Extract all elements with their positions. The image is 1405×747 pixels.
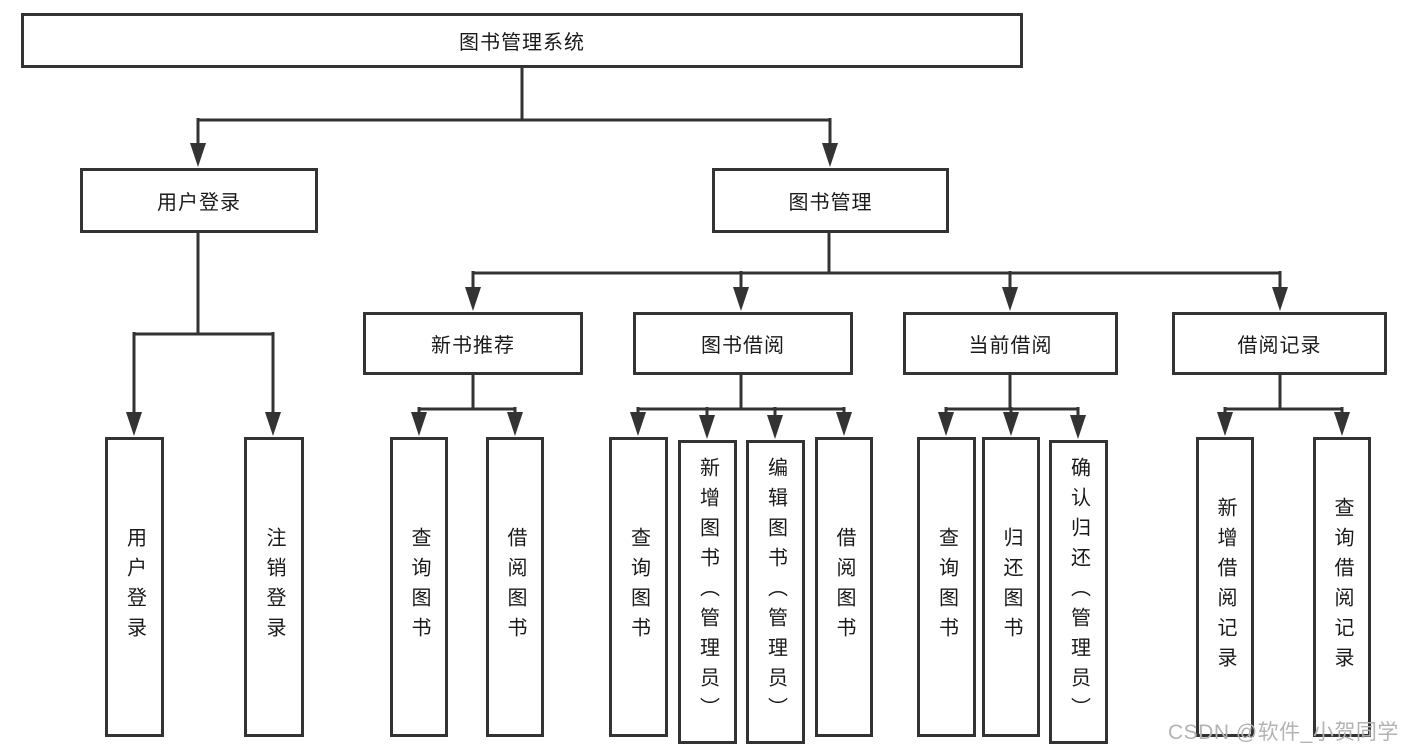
leaf-logout: 注销登录 bbox=[244, 437, 304, 737]
node-label: 借阅图书 bbox=[504, 527, 526, 647]
node-label: 新书推荐 bbox=[431, 335, 515, 357]
arrowhead bbox=[190, 143, 206, 167]
arrowhead bbox=[411, 412, 427, 436]
node-new-book-recommendation: 新书推荐 bbox=[363, 312, 583, 375]
leaf-add-books-admin: 新增图书（管理员） bbox=[678, 440, 737, 744]
arrowhead bbox=[507, 412, 523, 436]
arrowhead bbox=[1003, 412, 1019, 436]
arrowhead bbox=[1217, 412, 1233, 436]
node-book-management: 图书管理 bbox=[712, 168, 949, 233]
leaf-recommend-query-books: 查询图书 bbox=[390, 437, 448, 737]
leaf-add-borrow-record: 新增借阅记录 bbox=[1196, 437, 1254, 737]
node-label: 归还图书 bbox=[1000, 527, 1022, 647]
node-label: 图书管理系统 bbox=[459, 32, 585, 54]
leaf-borrowing-borrow-books: 借阅图书 bbox=[815, 437, 873, 737]
arrowhead bbox=[1334, 412, 1350, 436]
leaf-edit-books-admin: 编辑图书（管理员） bbox=[746, 440, 805, 744]
arrowhead bbox=[465, 287, 481, 311]
node-label: 查询图书 bbox=[627, 527, 650, 647]
arrowhead bbox=[938, 412, 954, 436]
leaf-return-books: 归还图书 bbox=[982, 437, 1040, 737]
node-user-login: 用户登录 bbox=[80, 168, 318, 233]
node-label: 当前借阅 bbox=[968, 335, 1053, 357]
arrowhead bbox=[126, 412, 142, 436]
arrowhead bbox=[733, 287, 749, 311]
node-label: 用户登录 bbox=[123, 527, 146, 647]
node-label: 查询借阅记录 bbox=[1331, 497, 1353, 677]
node-library-management-system: 图书管理系统 bbox=[21, 13, 1023, 68]
node-label: 注销登录 bbox=[263, 527, 285, 647]
arrowhead bbox=[630, 412, 646, 436]
leaf-confirm-return-admin: 确认归还（管理员） bbox=[1049, 440, 1108, 744]
arrowhead bbox=[1002, 287, 1018, 311]
node-borrowing-records: 借阅记录 bbox=[1172, 312, 1387, 375]
leaf-query-borrow-record: 查询借阅记录 bbox=[1313, 437, 1371, 737]
node-label: 查询图书 bbox=[935, 527, 958, 647]
csdn-watermark: CSDN @软件_小贺同学 bbox=[1168, 721, 1399, 744]
arrowhead bbox=[265, 412, 281, 436]
node-label: 新增图书（管理员） bbox=[696, 457, 719, 727]
node-label: 查询图书 bbox=[408, 527, 430, 647]
node-label: 借阅图书 bbox=[833, 527, 855, 647]
node-label: 用户登录 bbox=[157, 192, 241, 214]
arrowhead bbox=[767, 415, 783, 439]
node-label: 编辑图书（管理员） bbox=[764, 457, 787, 727]
node-label: 新增借阅记录 bbox=[1214, 497, 1236, 677]
node-label: 确认归还（管理员） bbox=[1067, 457, 1090, 727]
node-current-borrowing: 当前借阅 bbox=[903, 312, 1118, 375]
arrowhead bbox=[822, 143, 838, 167]
node-label: 图书借阅 bbox=[701, 335, 785, 357]
arrowhead bbox=[1070, 415, 1086, 439]
node-book-borrowing: 图书借阅 bbox=[633, 312, 853, 375]
leaf-borrowing-query-books: 查询图书 bbox=[609, 437, 668, 737]
leaf-current-query-books: 查询图书 bbox=[917, 437, 976, 737]
node-label: 图书管理 bbox=[788, 192, 873, 214]
leaf-user-login: 用户登录 bbox=[105, 437, 164, 737]
leaf-recommend-borrow-books: 借阅图书 bbox=[486, 437, 544, 737]
arrowhead bbox=[1272, 287, 1288, 311]
node-label: 借阅记录 bbox=[1237, 335, 1322, 357]
arrowhead bbox=[699, 415, 715, 439]
arrowhead bbox=[836, 412, 852, 436]
